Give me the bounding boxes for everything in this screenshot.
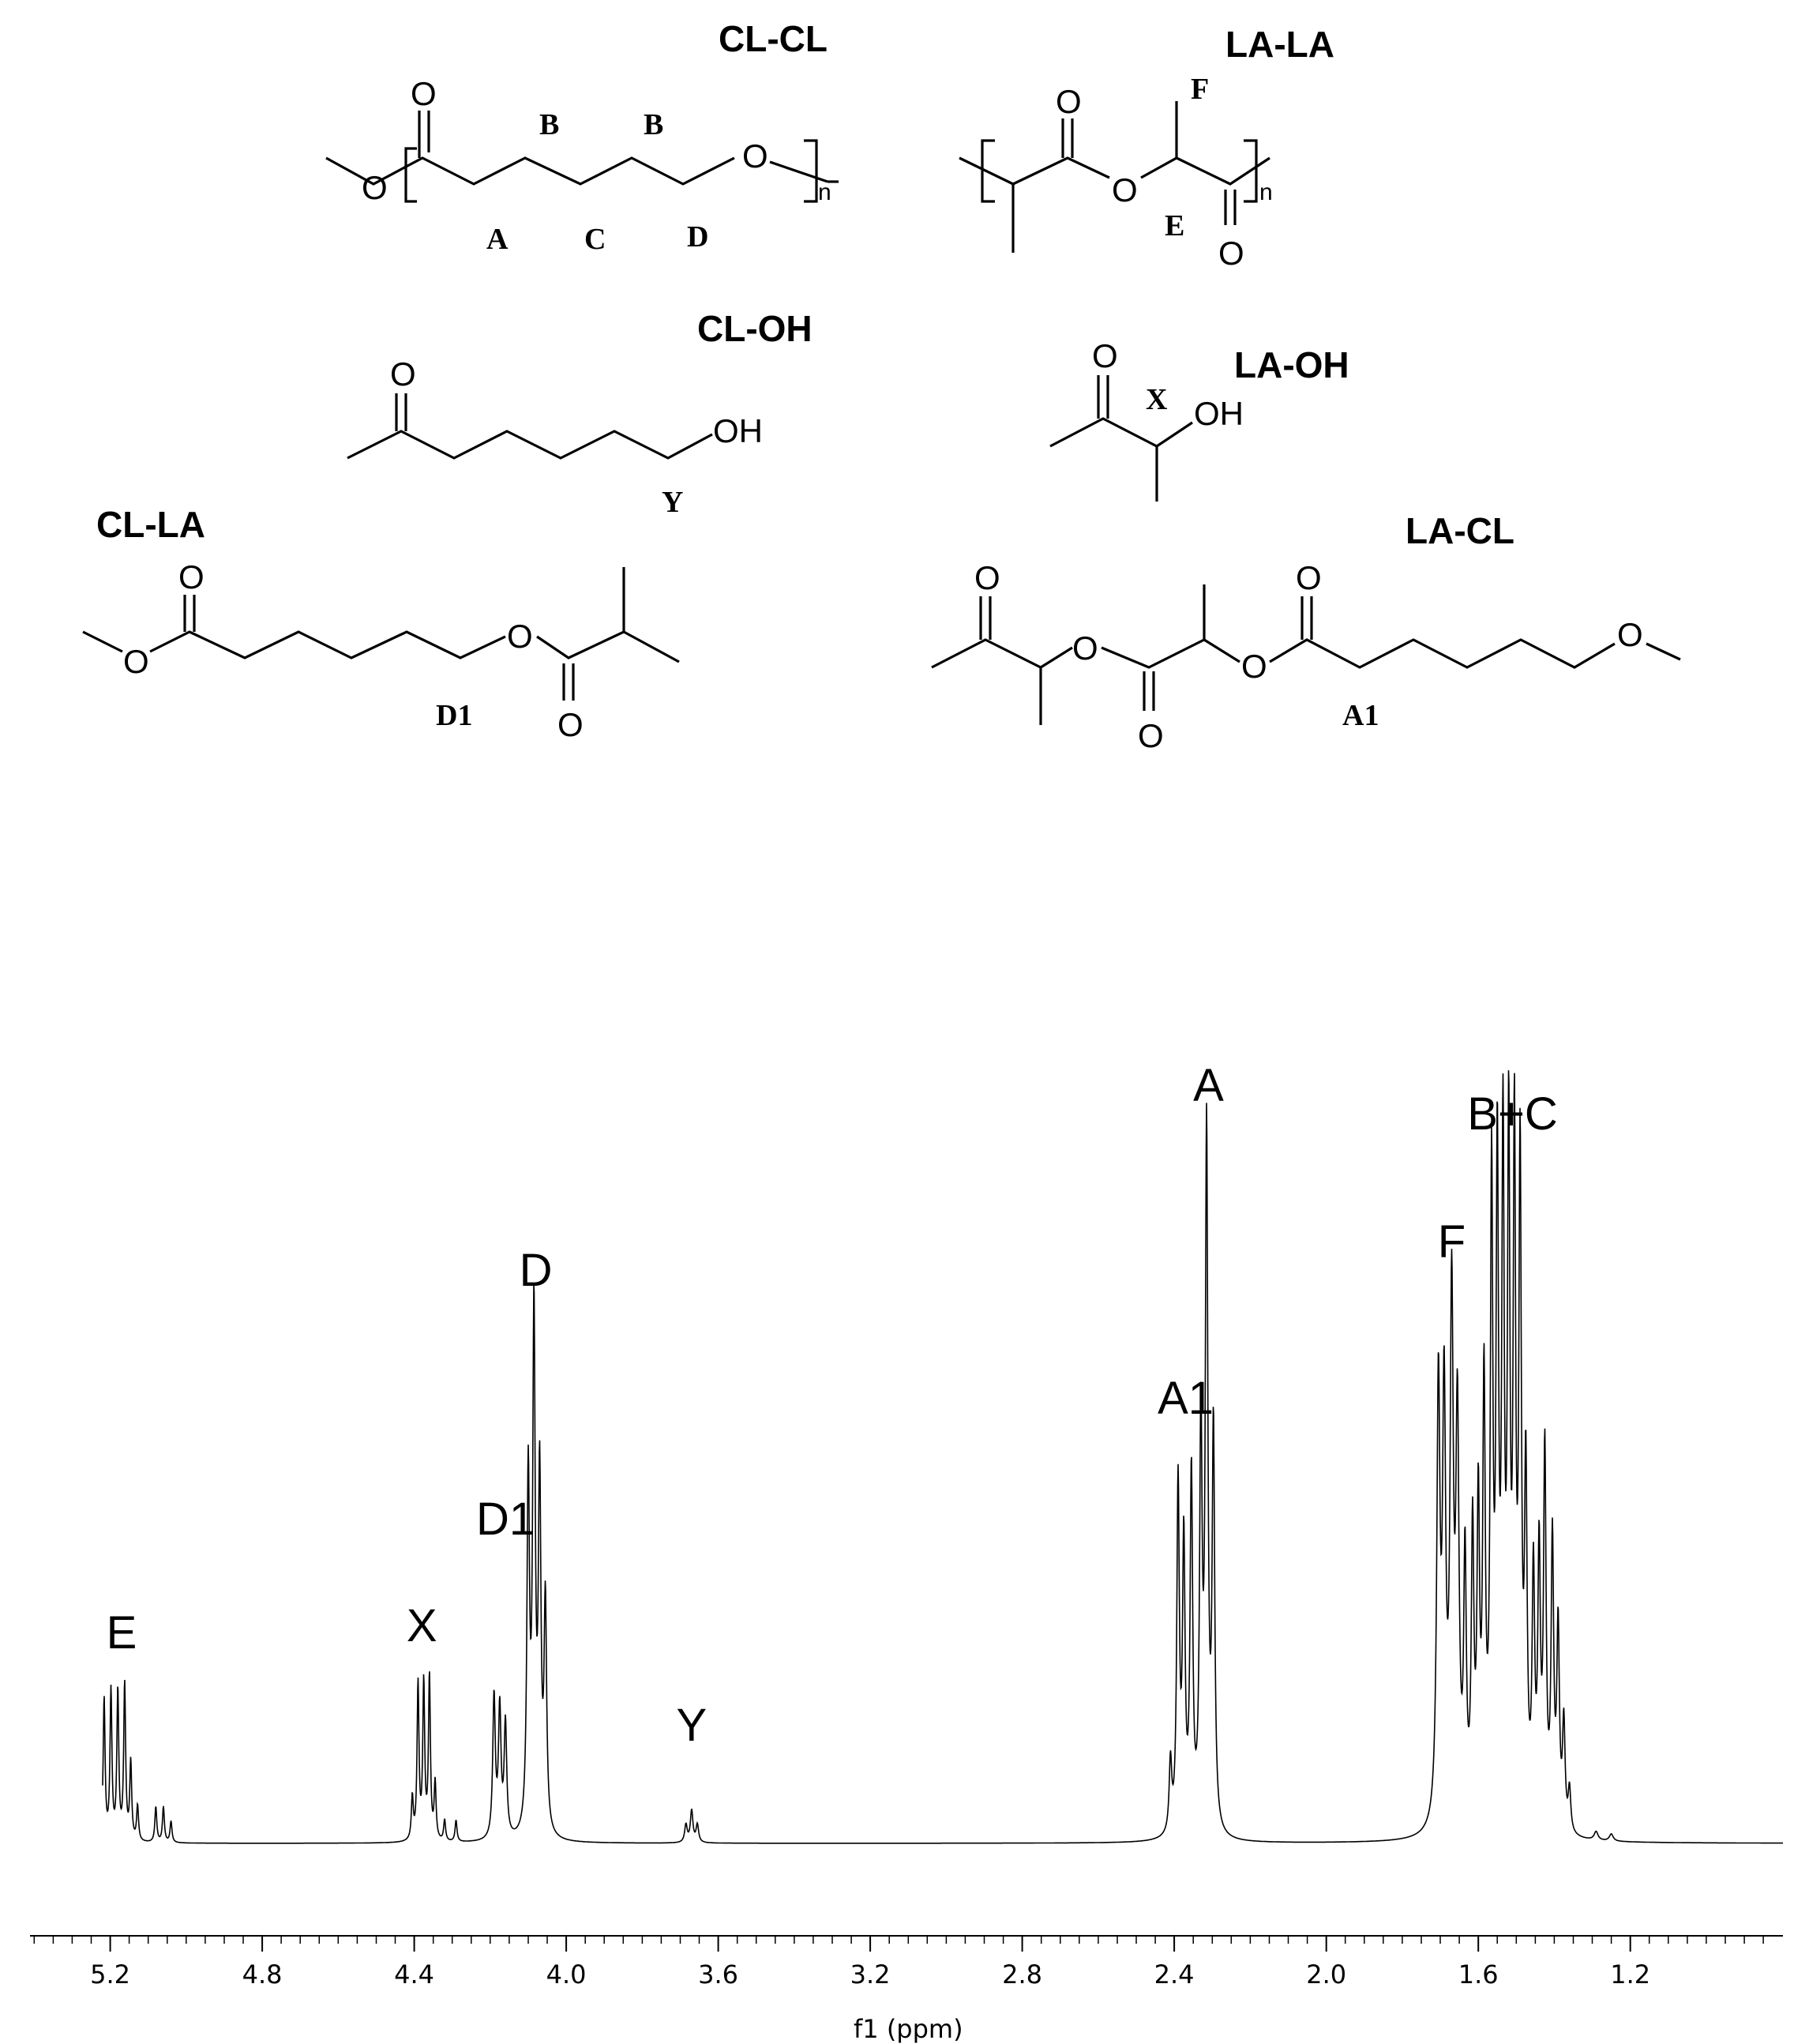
x-axis-label: f1 (ppm) bbox=[854, 2014, 963, 2044]
atom-o-carbonyl: O bbox=[1056, 83, 1082, 120]
atom-o-ketone: O bbox=[1092, 337, 1118, 374]
structure-title-cl-la: CL-LA bbox=[96, 504, 205, 545]
atom-o-ketone: O bbox=[390, 355, 416, 393]
atom-o-carbonyl: O bbox=[411, 75, 437, 112]
structure-title-la-oh: LA-OH bbox=[1234, 344, 1349, 385]
proton-label-a: A bbox=[486, 223, 509, 256]
structure-cl-la: CL-LA O O O O D1 bbox=[82, 504, 680, 743]
proton-label-d1: D1 bbox=[436, 699, 472, 732]
proton-label-f: F bbox=[1191, 73, 1209, 106]
atom-oh: OH bbox=[1194, 395, 1244, 432]
structure-la-cl: LA-CL O O O O O O A1 bbox=[931, 510, 1681, 754]
spectrum-trace bbox=[102, 1070, 1783, 1844]
proton-label-a1: A1 bbox=[1342, 699, 1379, 732]
peak-labels: E X D1 D Y A1 A F B+C bbox=[107, 1060, 1558, 1751]
structure-title-cl-oh: CL-OH bbox=[697, 308, 813, 349]
proton-label-x: X bbox=[1146, 383, 1167, 416]
structure-la-la: LA-LA O O O n F E bbox=[959, 24, 1334, 272]
x-tick-label: 3.6 bbox=[698, 1959, 738, 1990]
structure-title-la-la: LA-LA bbox=[1225, 24, 1334, 65]
x-tick-label: 2.8 bbox=[1002, 1959, 1042, 1990]
x-tick-label: 4.4 bbox=[394, 1959, 434, 1990]
peak-label: E bbox=[107, 1607, 137, 1659]
proton-label-b2: B bbox=[644, 108, 663, 141]
structure-title-cl-cl: CL-CL bbox=[719, 18, 828, 59]
subscript-n: n bbox=[1259, 179, 1273, 205]
structure-title-la-cl: LA-CL bbox=[1406, 510, 1514, 551]
peak-label: Y bbox=[677, 1700, 707, 1751]
atom-o-carbonyl-2: O bbox=[1218, 235, 1244, 272]
x-tick-label: 3.2 bbox=[850, 1959, 891, 1990]
x-tick-label: 2.0 bbox=[1306, 1959, 1346, 1990]
structure-cl-cl: CL-CL O O O n B B A C D bbox=[325, 18, 839, 256]
peak-label: A1 bbox=[1158, 1373, 1214, 1424]
peak-label: D bbox=[520, 1245, 553, 1296]
atom-o-ester: O bbox=[123, 643, 149, 680]
atom-o-carbonyl-1: O bbox=[1138, 717, 1164, 754]
proton-label-c: C bbox=[584, 223, 606, 256]
x-tick-label: 4.0 bbox=[546, 1959, 587, 1990]
peak-label: F bbox=[1438, 1216, 1466, 1268]
x-tick-label: 4.8 bbox=[242, 1959, 283, 1990]
atom-o-ketone: O bbox=[974, 559, 1000, 596]
x-tick-label: 2.4 bbox=[1154, 1959, 1195, 1990]
x-tick-label: 1.6 bbox=[1458, 1959, 1499, 1990]
atom-o-ester: O bbox=[362, 169, 388, 206]
atom-o-chain: O bbox=[742, 137, 768, 175]
proton-label-b1: B bbox=[539, 108, 559, 141]
atom-o-ester: O bbox=[1112, 171, 1138, 209]
proton-label-e: E bbox=[1165, 209, 1184, 242]
atom-o-ether: O bbox=[1617, 616, 1643, 653]
structure-la-oh: LA-OH O OH X bbox=[1049, 337, 1349, 502]
peak-label: B+C bbox=[1467, 1088, 1557, 1140]
proton-label-y: Y bbox=[662, 486, 683, 519]
subscript-n: n bbox=[818, 179, 831, 205]
nmr-spectrum: E X D1 D Y A1 A F B+C 5.2 4.8 4.4 4.0 3.6 3.2 2.8 2.4 2.… bbox=[30, 1060, 1783, 2044]
x-tick-label: 1.2 bbox=[1610, 1959, 1650, 1990]
peak-label: X bbox=[407, 1600, 437, 1651]
atom-o-carbonyl-2: O bbox=[1296, 559, 1322, 596]
x-tick-label: 5.2 bbox=[90, 1959, 130, 1990]
x-axis-ticks: 5.2 4.8 4.4 4.0 3.6 3.2 2.8 2.4 2.0 1.6 1.2 bbox=[33, 1936, 1764, 1990]
atom-o-carbonyl-2: O bbox=[557, 706, 584, 743]
atom-o-carbonyl: O bbox=[178, 558, 205, 596]
peak-label: D1 bbox=[476, 1494, 535, 1545]
atom-o-ester-2: O bbox=[1241, 648, 1267, 685]
peak-label: A bbox=[1193, 1060, 1224, 1111]
structure-cl-oh: CL-OH O OH Y bbox=[347, 308, 813, 519]
atom-o-ester-1: O bbox=[1072, 629, 1098, 667]
proton-label-d: D bbox=[687, 220, 708, 254]
atom-oh: OH bbox=[713, 412, 763, 449]
atom-o-ester-2: O bbox=[507, 618, 533, 655]
